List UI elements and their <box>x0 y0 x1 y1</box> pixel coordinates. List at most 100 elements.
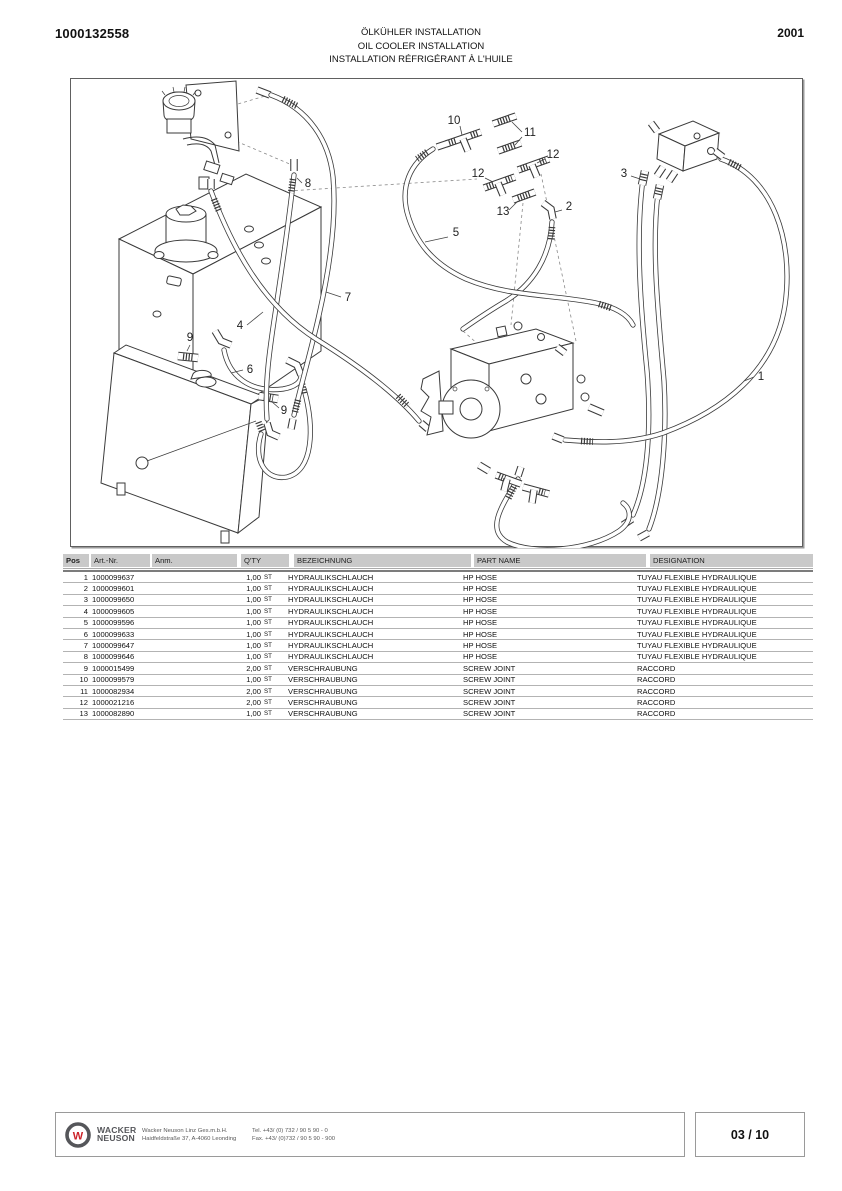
cell-pos: 11 <box>80 686 88 696</box>
callout-9a: 9 <box>187 332 193 344</box>
cell-pos: 10 <box>79 675 88 685</box>
fax-number: Fax. +43/ (0)732 / 90 5 90 - 900 <box>252 1135 336 1142</box>
table-row: 2 1000099601 1,00 ST HYDRAULIKSCHLAUCH H… <box>63 583 813 595</box>
company-street: Haidfeldstraße 37, A-4060 Leonding <box>142 1135 237 1142</box>
qty-unit: ST <box>264 642 272 650</box>
title-german: ÖLKÜHLER INSTALLATION <box>360 27 481 38</box>
callout-4: 4 <box>237 320 244 332</box>
qty-unit: ST <box>264 698 272 706</box>
callout-numbers: 1 2 3 4 5 6 7 8 9 9 10 11 12 12 13 <box>187 115 764 417</box>
cell-partname: HP HOSE <box>463 606 498 616</box>
qty-unit: ST <box>264 619 272 627</box>
cell-pos: 9 <box>83 663 88 673</box>
cell-qty: 2,00 ST <box>233 664 285 673</box>
cell-partname: SCREW JOINT <box>463 709 516 719</box>
qty-value: 1,00 <box>246 572 261 582</box>
hose-8 <box>263 159 298 441</box>
manifold-block <box>648 120 721 184</box>
qty-value: 1,00 <box>246 584 261 594</box>
cell-bezeichnung: HYDRAULIKSCHLAUCH <box>288 629 374 639</box>
table-row: 8 1000099646 1,00 ST HYDRAULIKSCHLAUCH H… <box>63 652 813 664</box>
qty-unit: ST <box>264 596 272 604</box>
cell-pos: 3 <box>83 595 88 605</box>
cell-pos: 5 <box>83 618 88 628</box>
cell-designation: TUYAU FLEXIBLE HYDRAULIQUE <box>637 606 757 616</box>
qty-unit: ST <box>264 607 272 615</box>
diagram-drawing: 1 2 3 4 5 6 7 8 9 9 10 11 12 12 13 <box>100 80 790 553</box>
callout-9b: 9 <box>281 405 287 417</box>
cell-bezeichnung: HYDRAULIKSCHLAUCH <box>288 652 374 662</box>
parts-table-header: Pos Art.-Nr. Anm. Q'TY BEZEICHNUNG PART … <box>63 554 813 567</box>
document-number: 1000132558 <box>55 26 130 41</box>
callout-8: 8 <box>305 178 311 190</box>
cell-bezeichnung: VERSCHRAUBUNG <box>288 686 358 696</box>
cell-qty: 1,00 ST <box>233 641 285 650</box>
contact-numbers: Tel. +43/ (0) 732 / 90 5 90 - 0 Fax. +43… <box>252 1128 335 1143</box>
cell-bezeichnung: VERSCHRAUBUNG <box>288 663 358 673</box>
cell-bezeichnung: HYDRAULIKSCHLAUCH <box>288 641 374 651</box>
qty-unit: ST <box>264 687 272 695</box>
qty-value: 2,00 <box>246 663 261 673</box>
table-row: 13 1000082890 1,00 ST VERSCHRAUBUNG SCRE… <box>63 709 813 721</box>
cell-pos: 13 <box>79 709 88 719</box>
tank-filler-cap <box>161 86 197 134</box>
screw-joint-11a <box>491 112 518 128</box>
cell-art-nr: 1000099601 <box>92 584 135 594</box>
cell-designation: TUYAU FLEXIBLE HYDRAULIQUE <box>637 584 757 594</box>
cell-designation: TUYAU FLEXIBLE HYDRAULIQUE <box>637 595 757 605</box>
callout-2: 2 <box>566 201 572 213</box>
cell-designation: RACCORD <box>637 686 676 696</box>
table-row: 3 1000099650 1,00 ST HYDRAULIKSCHLAUCH H… <box>63 595 813 607</box>
wacker-neuson-logo-icon: W <box>65 1122 91 1148</box>
cell-art-nr: 1000099647 <box>92 641 135 651</box>
tank-bracket <box>185 80 240 152</box>
oil-filter <box>153 136 235 263</box>
qty-unit: ST <box>264 585 272 593</box>
cell-partname: HP HOSE <box>463 572 498 582</box>
company-name: Wacker Neuson Linz Ges.m.b.H. <box>142 1128 228 1134</box>
cell-qty: 1,00 ST <box>233 573 285 582</box>
qty-value: 1,00 <box>246 652 261 662</box>
cell-art-nr: 1000099637 <box>92 572 135 582</box>
callout-7: 7 <box>345 292 351 304</box>
qty-value: 1,00 <box>246 675 261 685</box>
cell-qty: 2,00 ST <box>233 698 285 707</box>
hose-3-pair <box>620 170 668 542</box>
screw-joint-9a <box>177 351 199 363</box>
cell-art-nr: 1000099605 <box>92 606 135 616</box>
cell-art-nr: 1000099579 <box>92 675 135 685</box>
cell-bezeichnung: HYDRAULIKSCHLAUCH <box>288 595 374 605</box>
exploded-view-diagram: 1 2 3 4 5 6 7 8 9 9 10 11 12 12 13 <box>70 78 803 553</box>
model-year: 2001 <box>777 26 804 40</box>
qty-unit: ST <box>264 710 272 718</box>
qty-unit: ST <box>264 664 272 672</box>
table-row: 1 1000099637 1,00 ST HYDRAULIKSCHLAUCH H… <box>63 572 813 584</box>
screw-joint-11b <box>496 139 523 155</box>
col-header-anm: Anm. <box>152 554 237 567</box>
cell-partname: SCREW JOINT <box>463 697 516 707</box>
cell-art-nr: 1000099650 <box>92 595 135 605</box>
cell-qty: 1,00 ST <box>233 584 285 593</box>
callout-12a: 12 <box>547 149 560 161</box>
callout-12b: 12 <box>472 168 485 180</box>
cell-art-nr: 1000082890 <box>92 709 135 719</box>
cell-partname: HP HOSE <box>463 618 498 628</box>
cell-bezeichnung: VERSCHRAUBUNG <box>288 675 358 685</box>
cell-partname: SCREW JOINT <box>463 686 516 696</box>
qty-value: 1,00 <box>246 641 261 651</box>
callout-6: 6 <box>247 364 253 376</box>
qty-unit: ST <box>264 653 272 661</box>
table-row: 10 1000099579 1,00 ST VERSCHRAUBUNG SCRE… <box>63 675 813 686</box>
qty-value: 1,00 <box>246 595 261 605</box>
page-indicator: 03 / 10 <box>695 1112 805 1157</box>
col-header-designation: DESIGNATION <box>650 554 813 567</box>
callout-leaders <box>186 121 755 409</box>
qty-value: 1,00 <box>246 709 261 719</box>
hose-1 <box>551 148 790 445</box>
cell-designation: TUYAU FLEXIBLE HYDRAULIQUE <box>637 629 757 639</box>
screw-joint-13 <box>511 188 537 204</box>
callout-10: 10 <box>448 115 461 127</box>
cell-designation: TUYAU FLEXIBLE HYDRAULIQUE <box>637 641 757 651</box>
hose-5 <box>402 139 636 328</box>
cell-qty: 1,00 ST <box>233 675 285 684</box>
